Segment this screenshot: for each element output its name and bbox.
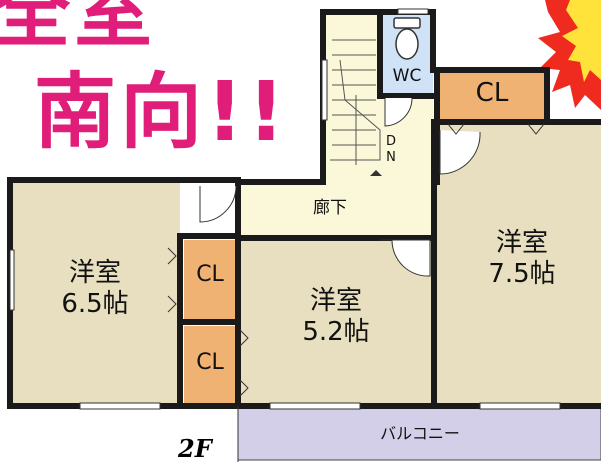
room-western-7-5 xyxy=(434,122,601,406)
staircase xyxy=(330,39,381,165)
closet-top xyxy=(437,70,547,122)
room-western-5-2 xyxy=(238,238,434,406)
toilet-icon xyxy=(393,17,421,60)
starburst-decoration xyxy=(538,0,601,110)
closet-left-2 xyxy=(184,326,236,406)
room-size: 7.5帖 xyxy=(488,259,556,290)
room-size: 6.5帖 xyxy=(61,289,129,320)
stairs-arrow-icon xyxy=(370,170,382,176)
closet-door-marks xyxy=(167,123,545,397)
banner-line-1: 全室 xyxy=(0,0,157,58)
label-corridor: 廊下 xyxy=(313,198,347,218)
room-size: 5.2帖 xyxy=(302,317,370,348)
label-western-7-5: 洋室 7.5帖 xyxy=(462,228,582,290)
label-closet-top: CL xyxy=(475,78,509,108)
label-stairs-d: D xyxy=(385,134,396,149)
label-western-6-5: 洋室 6.5帖 xyxy=(40,258,150,320)
room-name: 洋室 xyxy=(309,286,362,316)
label-stairs-n: N xyxy=(386,150,396,165)
label-western-5-2: 洋室 5.2帖 xyxy=(276,286,396,348)
floor-label: 2F xyxy=(178,434,212,463)
label-closet-left-2: CL xyxy=(196,350,224,375)
closet-left-1 xyxy=(184,240,236,320)
label-wc: WC xyxy=(392,66,422,86)
label-balcony: バルコニー xyxy=(380,424,460,443)
room-western-6-5 xyxy=(10,180,180,406)
banner-line-2: 南向!! xyxy=(33,65,289,160)
room-name: 洋室 xyxy=(68,258,121,288)
corridor xyxy=(238,182,434,238)
label-closet-left-1: CL xyxy=(196,262,224,287)
room-name: 洋室 xyxy=(495,228,548,258)
doors xyxy=(199,97,481,277)
windows xyxy=(9,8,561,410)
